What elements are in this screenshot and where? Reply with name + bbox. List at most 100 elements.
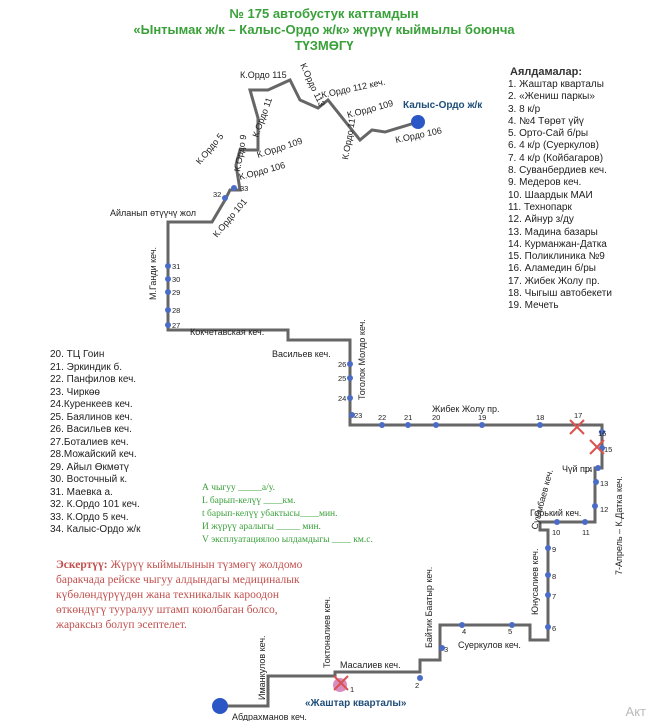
terminal-end-marker[interactable] (411, 115, 425, 129)
street-chuy: Чүй пр. (562, 464, 592, 474)
stops-list-right: 1. Жаштар кварталы 2. «Жениш паркы» 3. 8… (508, 79, 612, 313)
stop-marker[interactable] (459, 622, 465, 628)
stop-marker[interactable] (593, 479, 599, 485)
stop-marker[interactable] (379, 422, 385, 428)
list-item: 26. Васильев кеч. (50, 424, 132, 435)
stop-marker[interactable] (582, 519, 588, 525)
street-toktonaliev: Токтоналиев кеч. (322, 597, 332, 668)
stop-marker[interactable] (165, 276, 171, 282)
stop-number: 28 (172, 306, 180, 315)
list-item: 20. ТЦ Гоин (50, 349, 105, 360)
street-suerkulov: Суеркулов кеч. (458, 640, 521, 650)
list-item: 25. Баялинов кеч. (50, 411, 133, 423)
stop-markers (165, 185, 605, 691)
closed-crossing-icon (333, 419, 605, 691)
list-item: 9. Медеров кеч. (508, 177, 582, 189)
list-item: 21. Эркиндик б. (50, 361, 122, 373)
list-item: 27.Боталиев кеч. (50, 436, 129, 448)
stop-number: 20 (432, 413, 440, 422)
street-ko11b: К.Ордо 11 (340, 118, 357, 161)
note-title: Эскертүү: (56, 559, 108, 571)
stop-marker[interactable] (595, 465, 601, 471)
stop-marker[interactable] (545, 592, 551, 598)
stop-marker[interactable] (417, 675, 423, 681)
stop-marker[interactable] (433, 422, 439, 428)
street-ko9: К.Ордо 9 (232, 134, 248, 172)
stop-number: 4 (462, 627, 466, 636)
stop-marker[interactable] (592, 503, 598, 509)
stop-marker[interactable] (545, 545, 551, 551)
stop-number: 19 (478, 413, 486, 422)
stop-marker[interactable] (439, 645, 445, 651)
stop-numbers: 1 2 3 4 5 6 7 8 9 10 11 12 13 14 15 16 1… (172, 184, 612, 694)
stop-marker[interactable] (165, 322, 171, 328)
stop-number: 7 (552, 592, 556, 601)
stop-marker[interactable] (165, 263, 171, 269)
list-item: 28.Можайский кеч. (50, 449, 137, 460)
stops-list-left: 20. ТЦ Гоин 21. Эркиндик б. 22. Панфилов… (50, 349, 141, 537)
stop-marker[interactable] (537, 422, 543, 428)
stop-number: 6 (552, 624, 556, 633)
street-gandi: М.Ганди кеч. (148, 247, 158, 300)
street-yunusaliev: Юнусалиев кеч. (530, 549, 540, 615)
stop-number: 11 (582, 528, 590, 537)
route-line (166, 78, 604, 708)
note-text: Жүрүү кыймылынын түзмөгү жолдомо баракча… (56, 559, 303, 631)
street-ko109b: К.Ордо 109 (256, 136, 304, 160)
list-item: 23. Чиркөө (50, 386, 100, 398)
param-item: И жүрүү аралыгы _____ мин. (202, 522, 321, 532)
stop-number: 32 (213, 190, 221, 199)
stop-marker[interactable] (479, 422, 485, 428)
stop-marker[interactable] (347, 395, 353, 401)
stop-marker[interactable] (165, 289, 171, 295)
stop-marker[interactable] (599, 429, 605, 435)
stop-marker[interactable] (405, 422, 411, 428)
street-vasilev: Васильев кеч. (272, 349, 331, 359)
stop-marker[interactable] (347, 375, 353, 381)
street-ko5: К.Ордо 5 (194, 131, 226, 166)
warning-note: Эскертүү: Жүрүү кыймылынын түзмөгү жолдо… (56, 558, 326, 633)
list-item: 22. Панфилов кеч. (50, 374, 137, 385)
street-baytik: Байтик Баатыр кеч. (424, 567, 434, 648)
stop-number: 21 (404, 413, 412, 422)
list-item: 31. Маевка а. (50, 486, 113, 498)
list-item: 6. 4 к/р (Суеркулов) (508, 140, 599, 152)
stop-number: 3 (444, 645, 448, 654)
stop-number: 24 (338, 394, 346, 403)
street-masaliev: Масалиев кеч. (340, 660, 401, 670)
list-item: 16. Аламедин б/ры (508, 263, 596, 275)
list-item: 3. 8 к/р (508, 103, 541, 115)
street-ko101: К.Ордо 101 (211, 197, 249, 240)
stop-marker[interactable] (231, 185, 237, 191)
stop-marker[interactable] (545, 624, 551, 630)
stop-marker[interactable] (349, 412, 355, 418)
stop-number: 12 (600, 505, 608, 514)
list-item: 7. 4 к/р (Койбагаров) (508, 152, 604, 164)
stop-number: 14 (584, 465, 592, 474)
terminal-start-marker[interactable] (212, 698, 228, 714)
stop-marker[interactable] (222, 195, 228, 201)
stop-marker[interactable] (545, 572, 551, 578)
stop-marker[interactable] (554, 519, 560, 525)
stop-marker[interactable] (509, 622, 515, 628)
street-togolok: Тоголок Молдо кеч. (357, 319, 367, 400)
street-abdrahmanov: Абдрахманов кеч. (232, 712, 307, 721)
stop-marker[interactable] (165, 307, 171, 313)
route-parameters: А чыгуу _____а/у. L барып-келүү ____км. … (202, 482, 373, 547)
list-item: 34. Калыс-Ордо ж/к (50, 524, 141, 535)
stop-number: 16 (598, 429, 606, 438)
stop-number: 15 (604, 445, 612, 454)
stop-number: 1 (350, 685, 354, 694)
param-item: t барып-келүү убактысы____мин. (202, 509, 338, 519)
stop-marker[interactable] (347, 361, 353, 367)
title-line-1: № 175 автобустук каттамдын (229, 6, 419, 21)
list-item: 33. К.Ордо 5 кеч. (50, 511, 129, 523)
street-kokchetav: Кокчетавская кеч. (190, 327, 264, 337)
param-item: V эксплуатациялоо ылдамдыгы ____ км.с. (202, 535, 373, 545)
title-line-3: ТҮЗМӨГҮ (294, 38, 354, 53)
list-item: 32. К.Ордо 101 кеч. (50, 499, 140, 510)
list-item: 29. Айыл Өкмөтү (50, 461, 129, 473)
stop-number: 8 (552, 572, 556, 581)
stop-number: 5 (508, 627, 512, 636)
